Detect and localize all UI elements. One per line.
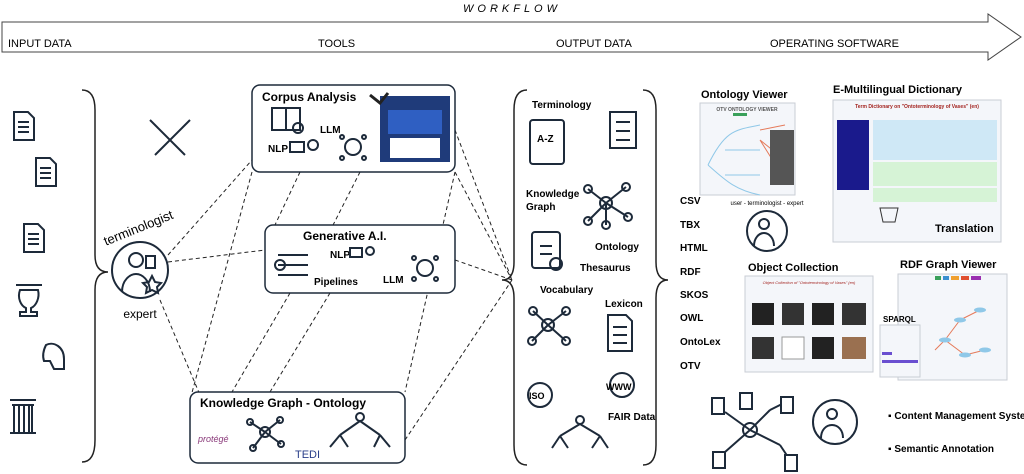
format-csv: CSV — [680, 196, 701, 207]
input-brace — [81, 89, 109, 463]
llm-network-icon — [411, 255, 439, 282]
corpus-analysis-box: Corpus Analysis NLP LLM — [251, 84, 456, 173]
format-otv: OTV — [680, 361, 701, 372]
output-lexicon: Lexicon — [605, 299, 643, 310]
dictionary-screenshot: Term Dictionary on "Ontoterminology of V… — [832, 99, 1002, 243]
object-collection-screenshot: Object Collection of "Ontoterminology of… — [744, 275, 874, 373]
genai-nlp-label: NLP — [330, 250, 350, 261]
output-fair-data: FAIR Data — [608, 412, 656, 423]
az-label: A-Z — [537, 134, 554, 145]
iso-globe-icon — [527, 382, 553, 408]
document-icon — [23, 223, 45, 253]
format-html: HTML — [680, 243, 708, 254]
ant-icon — [369, 92, 390, 106]
column-icon — [10, 399, 36, 434]
output-brace-right — [642, 89, 669, 466]
network-icon — [246, 416, 285, 452]
format-ontolex: OntoLex — [680, 337, 721, 348]
svg-text:OTV ONTOLOGY VIEWER: OTV ONTOLOGY VIEWER — [716, 107, 778, 113]
genai-pipelines-label: Pipelines — [314, 277, 358, 288]
output-terminology: Terminology — [532, 100, 592, 111]
format-owl: OWL — [680, 313, 703, 324]
translation-label: Translation — [935, 223, 994, 235]
document-icon — [13, 111, 35, 141]
helmet-icon — [42, 342, 65, 370]
tree-icon — [551, 415, 609, 449]
sparql-screenshot — [879, 324, 921, 378]
ontology-viewer-screenshot: OTV ONTOLOGY VIEWER — [699, 102, 796, 196]
chat-gear-icon — [289, 139, 319, 153]
rdf-viewer-title: RDF Graph Viewer — [900, 259, 997, 271]
clipboard-check-icon — [531, 231, 563, 271]
chat-gear-icon — [349, 246, 375, 258]
format-tbx: TBX — [680, 220, 700, 231]
az-book-icon — [529, 119, 565, 165]
stage-input-data: INPUT DATA — [8, 38, 72, 50]
terminologist-expert-badge: terminologist expert — [101, 207, 175, 321]
generative-ai-box: Generative A.I. NLP Pipelines LLM — [264, 224, 456, 294]
pipeline-icon — [274, 254, 308, 276]
user-terminologist-badge: user - terminologist - expert — [730, 201, 804, 252]
star-icon — [140, 273, 164, 295]
format-skos: SKOS — [680, 290, 709, 301]
vase-icon — [879, 207, 899, 223]
svg-text:Term Dictionary on "Ontotermin: Term Dictionary on "Ontoterminology of V… — [855, 104, 979, 110]
ontology-viewer-title: Ontology Viewer — [701, 89, 788, 101]
sparql-title: SPARQL — [883, 315, 916, 324]
iso-label: ISO — [529, 391, 545, 401]
protege-logo: protégé — [197, 434, 229, 444]
semantic-annotation-label: ▪ Semantic Annotation — [888, 444, 994, 455]
network-icon — [583, 182, 633, 230]
document-list-icon — [607, 314, 633, 352]
input-icons — [10, 111, 65, 434]
dictionary-title: E-Multilingual Dictionary — [833, 84, 963, 96]
checklist-icon — [609, 111, 637, 149]
format-rdf: RDF — [680, 267, 701, 278]
workflow-title: WORKFLOW — [463, 3, 561, 15]
user-terminologist-badge — [812, 399, 858, 445]
role-bottom-label: expert — [123, 307, 157, 321]
knowledge-graph-box: Knowledge Graph - Ontology protégé TEDI — [189, 391, 406, 464]
network-icon — [527, 306, 571, 346]
www-label: WWW — [606, 382, 632, 392]
output-vocabulary: Vocabulary — [540, 285, 594, 296]
stage-tools: TOOLS — [318, 38, 355, 50]
document-icon — [35, 157, 57, 187]
workflow-arrow — [1, 13, 1022, 61]
vase-icon — [16, 284, 42, 317]
output-brace-left — [501, 89, 528, 466]
tree-icon — [329, 412, 391, 448]
tedi-logo: TEDI — [295, 449, 320, 461]
stage-output-data: OUTPUT DATA — [556, 38, 632, 50]
corpus-llm-label: LLM — [320, 125, 341, 136]
www-globe-icon — [609, 372, 635, 398]
cms-label: ▪ Content Management System — [888, 411, 1024, 422]
svg-text:Object Collection of "Ontoterm: Object Collection of "Ontoterminology of… — [763, 280, 856, 285]
stage-operating-software: OPERATING SOFTWARE — [770, 38, 899, 50]
output-thesaurus: Thesaurus — [580, 263, 631, 274]
corpus-nlp-label: NLP — [268, 144, 288, 155]
book-search-icon — [271, 107, 304, 134]
tools-icon — [149, 119, 191, 156]
genai-llm-label: LLM — [383, 275, 404, 286]
genai-title: Generative A.I. — [303, 229, 387, 243]
annotation-network-icon — [711, 392, 798, 472]
corpus-title: Corpus Analysis — [262, 90, 357, 104]
llm-network-icon — [339, 134, 367, 161]
output-ontology: Ontology — [595, 242, 639, 253]
kg-title: Knowledge Graph - Ontology — [200, 396, 366, 410]
object-collection-title: Object Collection — [748, 262, 839, 274]
svg-text:user - terminologist - expert: user - terminologist - expert — [730, 201, 803, 207]
format-list: CSV TBX HTML RDF SKOS OWL OntoLex OTV — [680, 196, 721, 372]
